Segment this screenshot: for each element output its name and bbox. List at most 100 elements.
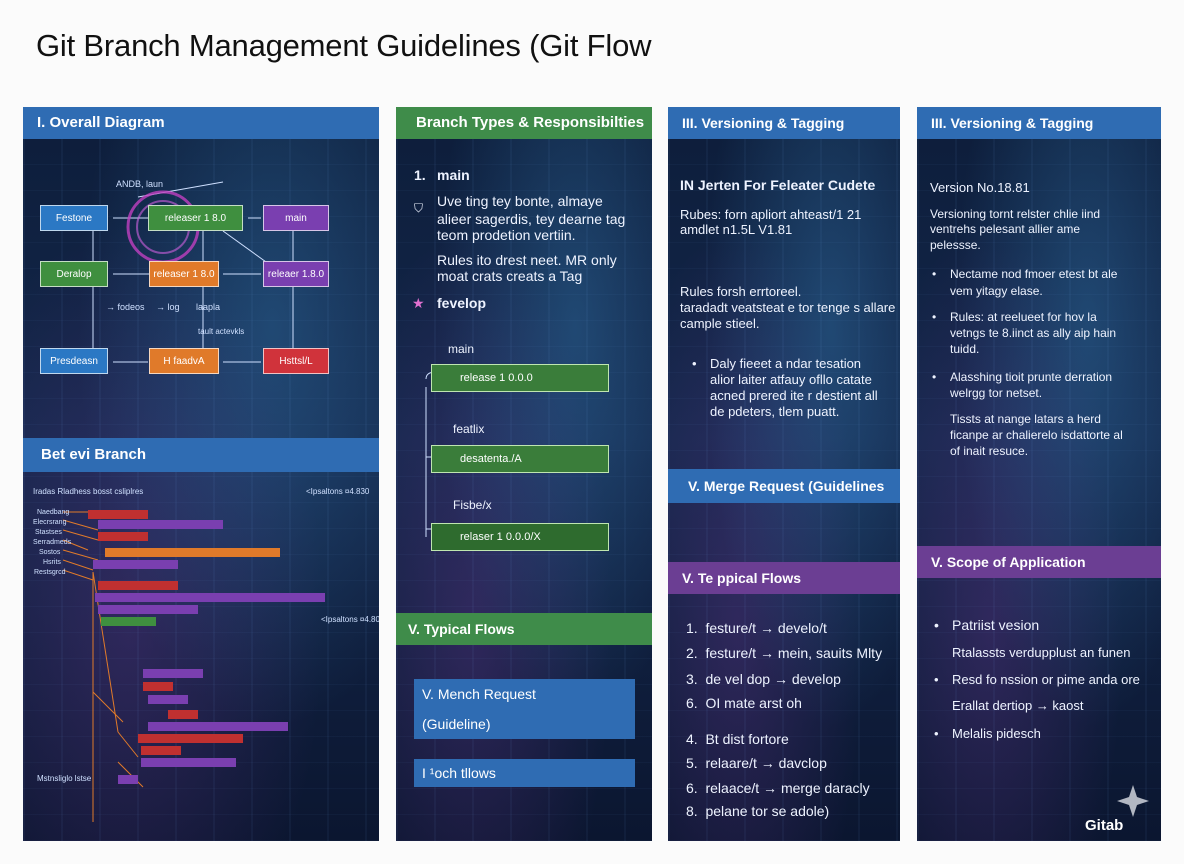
flow-item-6: 5. relaare/t → davclop bbox=[686, 755, 827, 771]
node-deralop: Deralop bbox=[40, 261, 108, 287]
bullet-block-4: de pdeters, tlem puatt. bbox=[710, 404, 840, 419]
fisbl-label: Fisbe/x bbox=[453, 498, 492, 512]
flow-item-1: 1. festure/t → develo/t bbox=[686, 620, 827, 636]
flow-item-7: 6. relaace/t → merge daracly bbox=[686, 780, 870, 796]
release-box-1: release 1 0.0.0 bbox=[431, 364, 609, 392]
flow-item-3: 3. de vel dop → develop bbox=[686, 671, 841, 687]
flow-item-4: 6. OI mate arst oh bbox=[686, 695, 802, 711]
tree-tag bbox=[148, 695, 188, 704]
flow-diagram-arrows bbox=[92, 181, 294, 363]
typical-flows-header: V. Typical Flows bbox=[396, 613, 652, 645]
node-hsttsl: Hsttsl/L bbox=[263, 348, 329, 374]
versioning-header-a: III. Versioning & Tagging bbox=[668, 107, 900, 139]
page-title: Git Branch Management Guidelines (Git Fl… bbox=[36, 28, 652, 63]
tree-tag bbox=[93, 560, 178, 569]
bullet-2-b: vetngs te 8.iinct as ally aip hain bbox=[950, 326, 1117, 340]
bullet-3-a: Alasshing tioit prunte derration bbox=[932, 369, 1112, 386]
branch-section-header: Bet evi Branch bbox=[23, 438, 379, 472]
main-title: main bbox=[437, 167, 470, 183]
tree-tag bbox=[101, 617, 156, 626]
tree-tag bbox=[105, 548, 280, 557]
node-festone: Festone bbox=[40, 205, 108, 231]
main-branch-label: main bbox=[448, 342, 475, 356]
tree-label-6: Hsrits bbox=[43, 559, 61, 566]
tree-tag bbox=[141, 758, 236, 767]
shield-icon: ⛉ bbox=[414, 201, 424, 215]
release-box-3: relaser 1 0.0.0/X bbox=[431, 523, 609, 551]
bullet-block-3: acned prered ite r destient all bbox=[710, 388, 878, 403]
bullet-block-2: alior laiter atfauy ofllo catate bbox=[710, 372, 872, 387]
main-desc-1: Uve ting tey bonte, almaye bbox=[437, 193, 603, 209]
label-log: → log bbox=[156, 302, 180, 312]
fix-label: featlix bbox=[453, 422, 485, 436]
version-rules-2: amdlet n1.5L V1.81 bbox=[680, 222, 793, 237]
scope-item-3: Resd fo nssion or pime anda ore bbox=[934, 672, 1140, 687]
scope-item-5: Melalis pidesch bbox=[934, 726, 1041, 741]
bullet-3-b: welrgg tor netset. bbox=[950, 386, 1043, 400]
tree-right-mid: <Ipsaltons ¤4.80 bbox=[321, 615, 379, 624]
intro-1: Versioning tornt relster chlie iind bbox=[930, 207, 1101, 221]
typical-flows-header-b: V. Te ppical Flows bbox=[668, 562, 900, 594]
branch-types-header: Branch Types & Responsibilties bbox=[396, 107, 652, 139]
tree-tag bbox=[95, 593, 325, 602]
overall-diagram-header: I. Overall Diagram bbox=[23, 107, 379, 139]
version-rules-1: Rubes: forn apliort ahteast/1 21 bbox=[680, 207, 862, 222]
tree-tag bbox=[141, 746, 181, 755]
tree-tag bbox=[98, 581, 178, 590]
versioning-panel-b: III. Versioning & Tagging Version No.18.… bbox=[917, 107, 1161, 841]
version-number: Version No.18.81 bbox=[930, 180, 1030, 195]
tree-tag bbox=[143, 669, 203, 678]
star-icon: ★ bbox=[412, 295, 425, 311]
scope-header: V. Scope of Application bbox=[917, 546, 1161, 578]
logo-text: Gitab bbox=[1085, 817, 1124, 834]
main-desc-3: teom prodetion vertiin. bbox=[437, 227, 576, 243]
version-subtitle: IN Jerten For Feleater Cudete bbox=[680, 177, 876, 193]
diagram-top-label: ANDB, laun bbox=[116, 179, 164, 189]
scope-item-1: Patriist vesion bbox=[934, 617, 1039, 633]
tree-tag bbox=[118, 775, 138, 784]
sparkle-icon bbox=[1117, 785, 1149, 817]
main-number: 1. bbox=[414, 167, 426, 183]
extra-1: Tissts at nange latars a herd bbox=[950, 412, 1101, 426]
branch-types-panel: Branch Types & Responsibilties 1. main ⛉… bbox=[396, 107, 652, 841]
versioning-header-b: III. Versioning & Tagging bbox=[917, 107, 1161, 139]
overall-diagram-panel: I. Overall Diagram ANDB, laun Festone re… bbox=[23, 107, 379, 841]
tree-label-7: Restsgrcd bbox=[34, 569, 66, 576]
merge-request-bar: V. Mench Request bbox=[414, 679, 635, 709]
label-tault: tault actevkls bbox=[198, 327, 245, 336]
tree-tag bbox=[98, 532, 148, 541]
flow-item-2: 2. festure/t → mein, sauits Mlty bbox=[686, 645, 883, 661]
tree-tag bbox=[138, 734, 243, 743]
develop-title: fevelop bbox=[437, 295, 487, 311]
merge-request-header: V. Merge Request (Guidelines bbox=[668, 469, 900, 503]
node-presdeasn: Presdeasn bbox=[40, 348, 108, 374]
label-fodeos: → fodeos bbox=[106, 302, 145, 312]
scope-item-2: Rtalassts verdupplust an funen bbox=[952, 645, 1131, 660]
versioning-panel-a: III. Versioning & Tagging IN Jerten For … bbox=[668, 107, 900, 841]
extra-2: ficanpe ar chalierelo isdattorte al bbox=[950, 428, 1123, 442]
bullet-1-b: vem yitagy elase. bbox=[950, 284, 1043, 298]
gitlab-logo: Gitab bbox=[1085, 783, 1155, 838]
node-hfaadva: H faadvA bbox=[149, 348, 219, 374]
tree-tag bbox=[88, 510, 148, 519]
guideline-bar: (Guideline) bbox=[414, 709, 635, 739]
bullet-2-c: tuidd. bbox=[950, 342, 980, 356]
branch-tree-lines bbox=[62, 511, 144, 822]
rules-block-3: cample stieel. bbox=[680, 316, 760, 331]
tree-tag bbox=[143, 682, 173, 691]
rules-block-2: taradadt veatsteat e tor tenge s allare bbox=[680, 300, 896, 315]
release-box-2: desatenta./A bbox=[431, 445, 609, 473]
extra-3: of inait resuce. bbox=[950, 444, 1029, 458]
node-release-a: releaser 1 8.0 bbox=[148, 205, 243, 231]
flow-item-5: 4. Bt dist fortore bbox=[686, 731, 789, 747]
rules-block-1: Rules forsh errtoreel. bbox=[680, 284, 802, 299]
tree-label-5: Sostos bbox=[39, 549, 61, 556]
flows-bar: I ¹och tllows bbox=[414, 759, 635, 787]
bullet-1-a: Nectame nod fmoer etest bt ale bbox=[932, 266, 1117, 283]
intro-2: ventrehs pelesant allier ame bbox=[930, 222, 1081, 236]
tree-label-1: Naedbang bbox=[37, 509, 70, 516]
label-laapla: laapla bbox=[196, 302, 221, 312]
tree-tag bbox=[98, 520, 223, 529]
node-releaer: releaer 1.8.0 bbox=[263, 261, 329, 287]
scope-item-4: Erallat dertiop → kaost bbox=[952, 698, 1084, 713]
